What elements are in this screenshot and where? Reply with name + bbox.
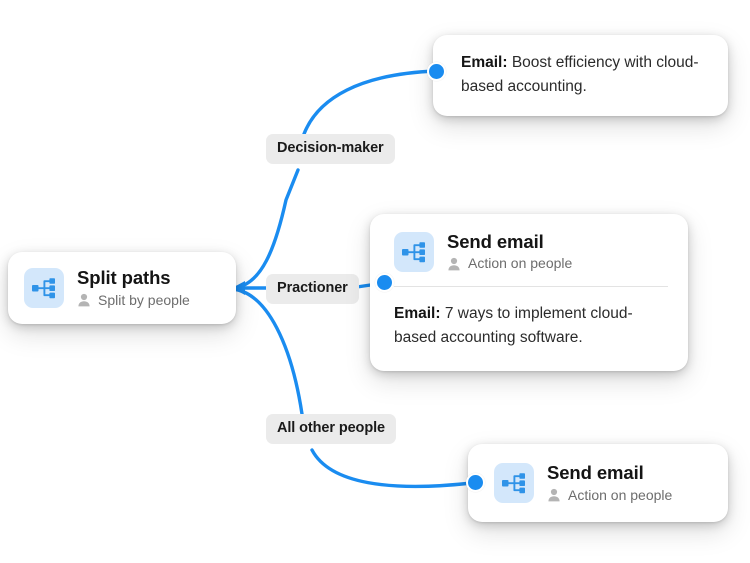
- split-paths-icon: [24, 268, 64, 308]
- node-split-paths[interactable]: Split paths Split by people: [8, 252, 236, 324]
- send-email-mid-divider: [394, 286, 668, 288]
- email-top-body-text: Boost efficiency with cloud-based accoun…: [461, 54, 699, 96]
- send-email-mid-body-label: Email:: [394, 305, 441, 323]
- split-paths-icon: [394, 231, 434, 272]
- split-paths-header: Split paths Split by people: [24, 267, 190, 308]
- connector-endpoint-dot-mid[interactable]: [375, 273, 394, 292]
- send-email-mid-title: Send email: [447, 231, 544, 252]
- send-email-bottom-subtitle-row: Action on people: [547, 487, 672, 504]
- send-email-bottom-title: Send email: [547, 462, 644, 484]
- connector-endpoint-dot-top[interactable]: [427, 62, 446, 81]
- branch-label-decision-maker[interactable]: Decision-maker: [266, 134, 395, 164]
- send-email-mid-text: Send email Action on people: [447, 231, 572, 272]
- send-email-bottom-header: Send email Action on people: [494, 462, 672, 503]
- split-paths-title: Split paths: [77, 267, 171, 289]
- connector-decision-maker: [230, 168, 300, 290]
- send-email-bottom-subtitle-label: Action on people: [568, 486, 673, 503]
- send-email-mid-body: Email: 7 ways to implement cloud-based a…: [394, 302, 668, 350]
- email-top-body-label: Email:: [461, 54, 508, 71]
- split-paths-subtitle-row: Split by people: [77, 292, 190, 309]
- split-paths-subtitle-label: Split by people: [98, 291, 190, 308]
- branch-label-all-other-people[interactable]: All other people: [266, 414, 396, 444]
- person-icon: [78, 294, 90, 307]
- send-email-mid-header: Send email Action on people: [394, 231, 668, 272]
- send-email-mid-subtitle-row: Action on people: [447, 255, 572, 272]
- split-paths-text: Split paths Split by people: [77, 267, 190, 308]
- person-icon: [448, 257, 460, 271]
- send-email-bottom-text: Send email Action on people: [547, 462, 672, 503]
- node-send-email-mid[interactable]: Send email Action on people Email: 7 way…: [370, 214, 688, 371]
- email-top-body: Email: Boost efficiency with cloud-based…: [461, 51, 708, 99]
- branch-label-practioner[interactable]: Practioner: [266, 274, 359, 304]
- node-send-email-bottom[interactable]: Send email Action on people: [468, 444, 728, 522]
- person-icon: [548, 489, 560, 502]
- connector-all-other-people-lower: [310, 448, 474, 489]
- connector-endpoint-dot-bottom[interactable]: [466, 473, 485, 492]
- node-email-top[interactable]: Email: Boost efficiency with cloud-based…: [433, 35, 728, 116]
- send-email-mid-body-text: 7 ways to implement cloud-based accounti…: [394, 305, 633, 347]
- send-email-mid-subtitle-label: Action on people: [468, 255, 573, 272]
- connector-decision-maker-upper: [302, 69, 438, 136]
- connector-all-other-people-upper: [230, 287, 304, 416]
- split-paths-icon: [494, 463, 534, 503]
